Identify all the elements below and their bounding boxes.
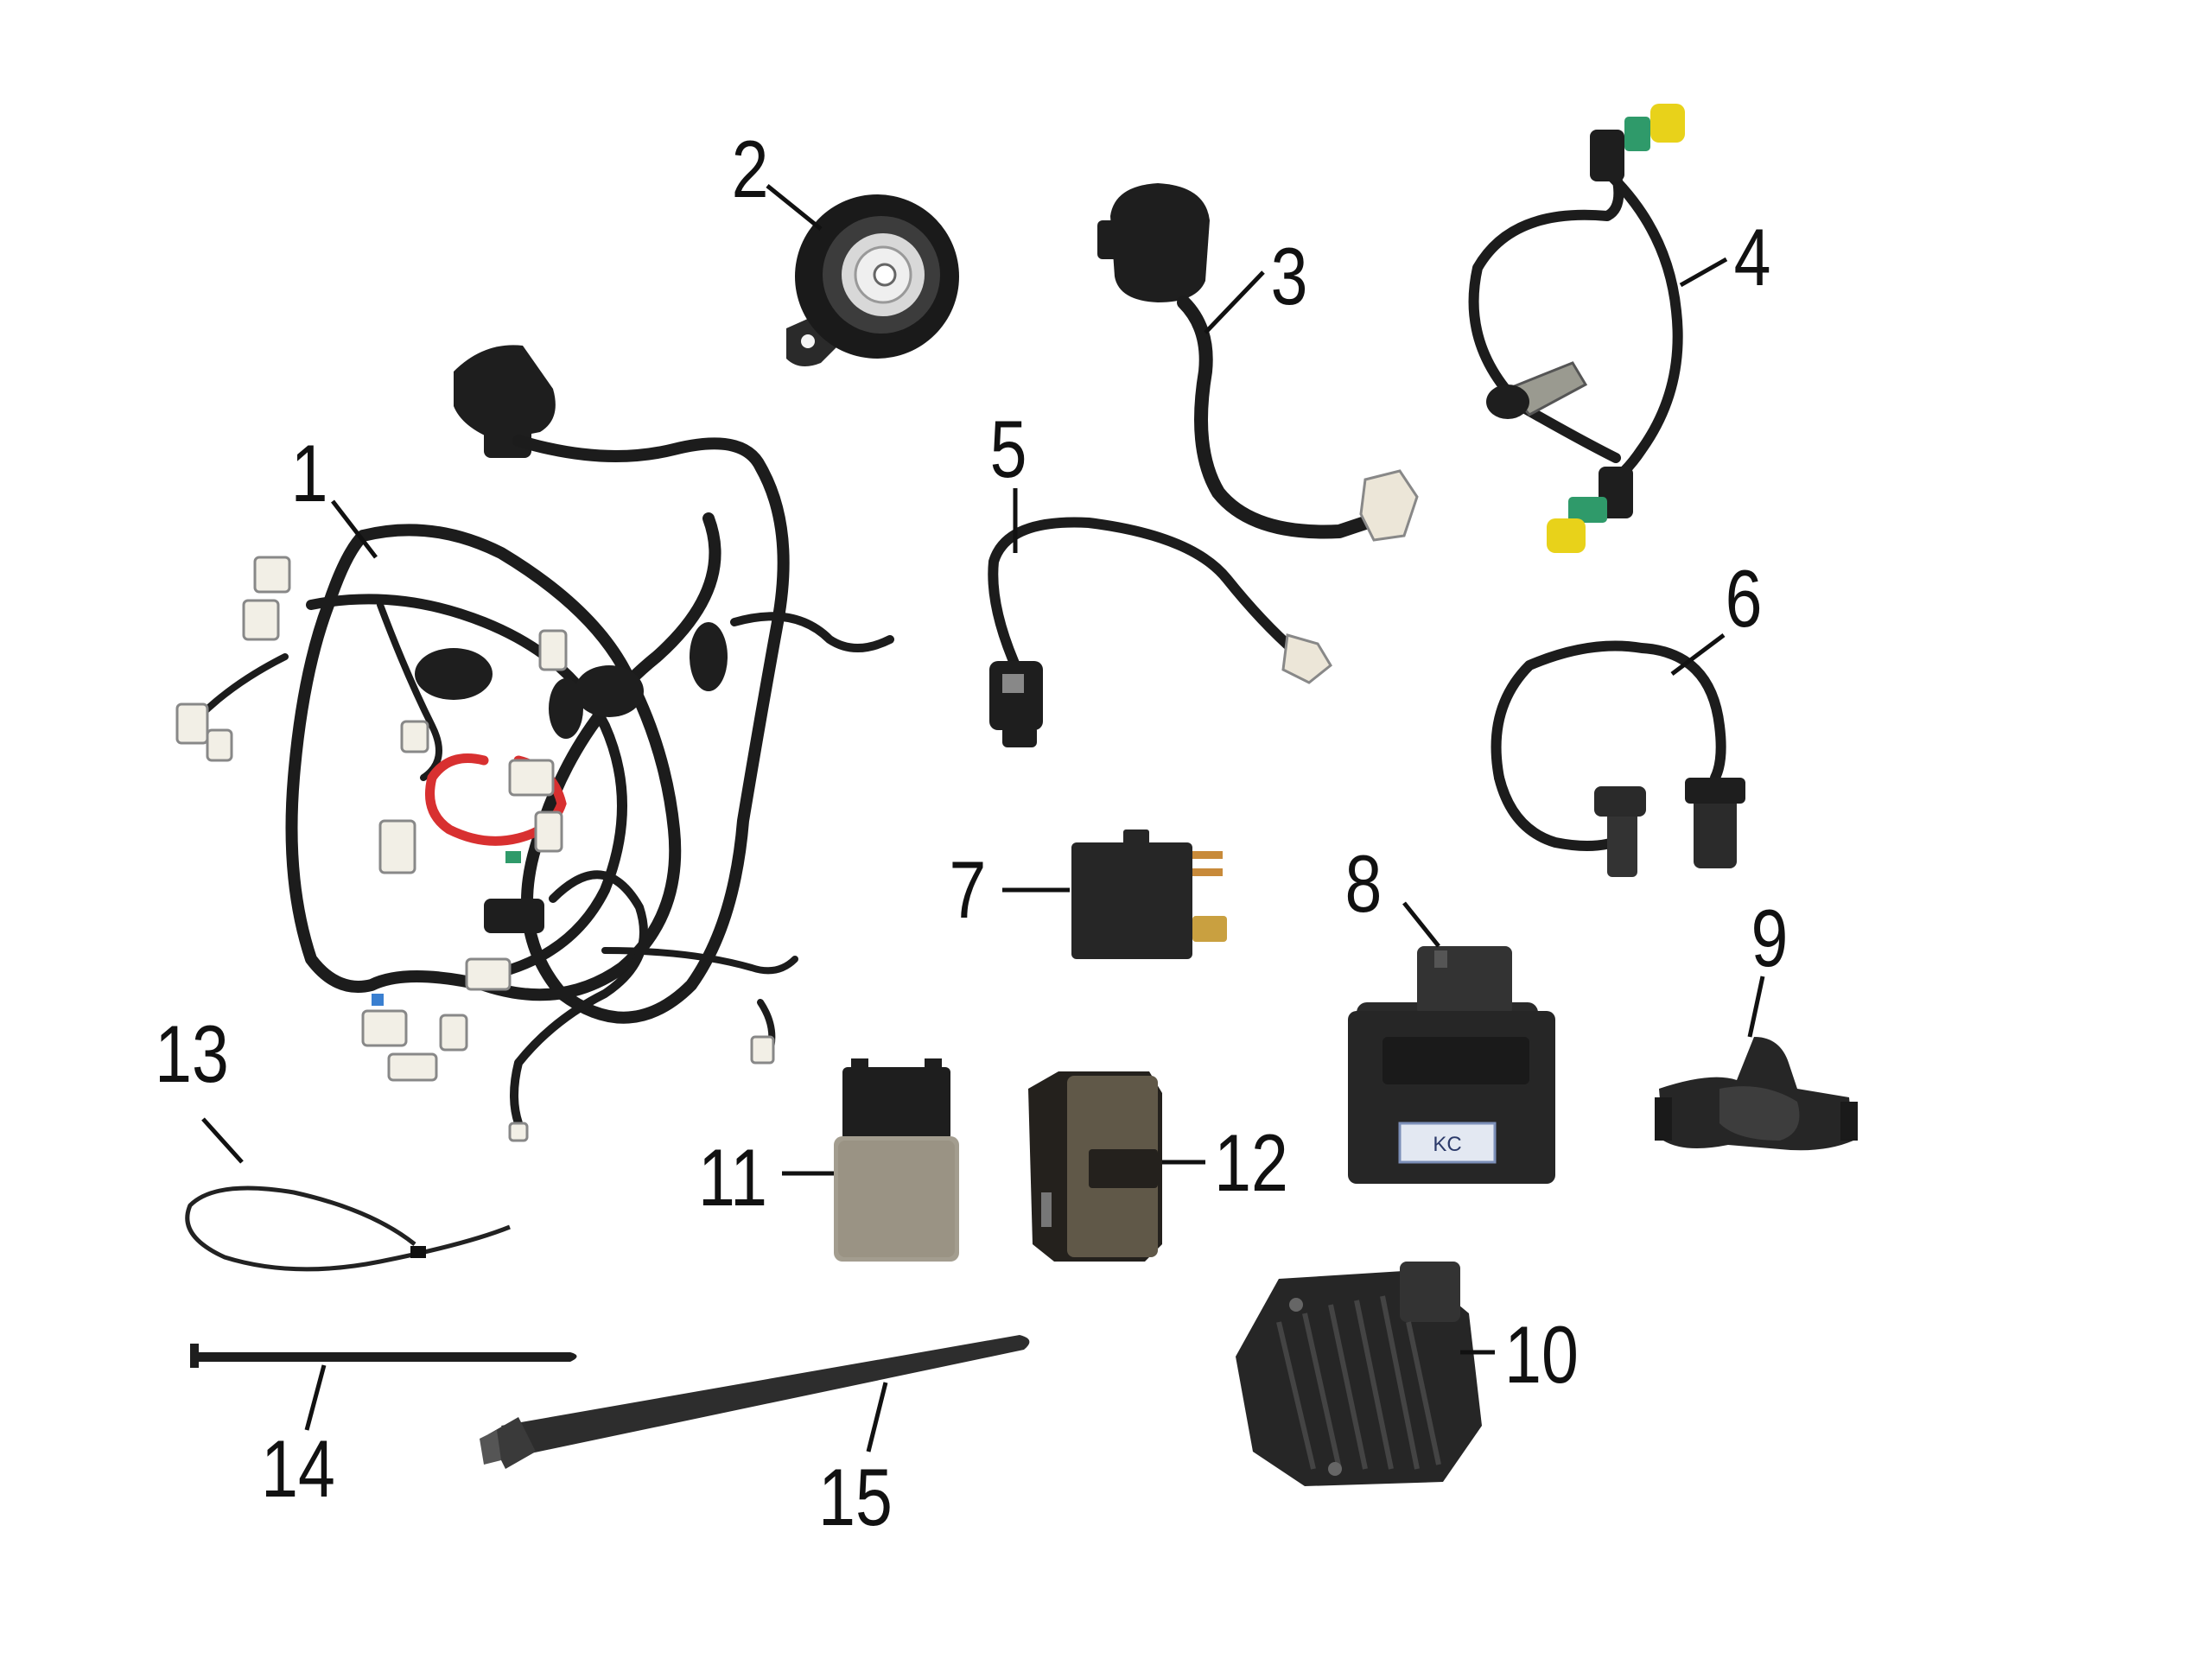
svg-text:12: 12 bbox=[1214, 1118, 1288, 1209]
callout-7: 7 bbox=[950, 845, 1070, 936]
svg-text:9: 9 bbox=[1751, 893, 1789, 984]
svg-text:3: 3 bbox=[1271, 232, 1308, 322]
callout-3: 3 bbox=[1204, 232, 1308, 334]
horn[interactable] bbox=[786, 194, 959, 366]
flasher-relay[interactable] bbox=[834, 1058, 959, 1262]
callout-2: 2 bbox=[732, 124, 823, 231]
svg-text:1: 1 bbox=[291, 429, 328, 519]
rubber-bracket[interactable] bbox=[1655, 1037, 1858, 1151]
callout-13: 13 bbox=[155, 1009, 244, 1164]
ignition-coil[interactable] bbox=[1491, 640, 1745, 878]
sensor-cable[interactable] bbox=[988, 517, 1332, 747]
push-mount-cable-tie[interactable] bbox=[480, 1335, 1030, 1469]
cdi-label-text: KC bbox=[1433, 1133, 1461, 1156]
relay[interactable] bbox=[1071, 830, 1227, 959]
callout-9: 9 bbox=[1747, 893, 1789, 1038]
callout-15: 15 bbox=[818, 1382, 893, 1543]
svg-text:13: 13 bbox=[155, 1009, 229, 1100]
callout-10: 10 bbox=[1460, 1310, 1579, 1401]
thin-cable-tie[interactable] bbox=[185, 1185, 511, 1272]
relay-module[interactable] bbox=[1028, 1071, 1162, 1262]
cdi-unit[interactable]: KC bbox=[1348, 946, 1555, 1184]
svg-text:6: 6 bbox=[1726, 554, 1763, 645]
svg-text:2: 2 bbox=[732, 124, 769, 215]
callout-6: 6 bbox=[1670, 554, 1763, 676]
svg-text:5: 5 bbox=[990, 404, 1027, 495]
callout-4: 4 bbox=[1679, 213, 1771, 303]
svg-text:14: 14 bbox=[261, 1424, 335, 1515]
sensor-with-cap[interactable] bbox=[1097, 183, 1419, 542]
callout-14: 14 bbox=[261, 1364, 335, 1515]
callout-1: 1 bbox=[291, 429, 378, 559]
svg-text:10: 10 bbox=[1504, 1310, 1579, 1401]
fuel-hose-with-connectors[interactable] bbox=[1468, 104, 1685, 553]
svg-text:15: 15 bbox=[818, 1452, 893, 1543]
callout-8: 8 bbox=[1345, 839, 1440, 948]
callout-11: 11 bbox=[698, 1133, 834, 1224]
svg-text:7: 7 bbox=[950, 845, 987, 936]
wiring-harness[interactable] bbox=[175, 345, 894, 1142]
svg-text:4: 4 bbox=[1734, 213, 1771, 303]
svg-text:11: 11 bbox=[698, 1133, 767, 1224]
svg-text:8: 8 bbox=[1345, 839, 1382, 930]
callout-12: 12 bbox=[1162, 1118, 1288, 1209]
regulator-rectifier[interactable] bbox=[1236, 1262, 1482, 1486]
callout-5: 5 bbox=[990, 404, 1027, 553]
cable-tie[interactable] bbox=[190, 1344, 577, 1368]
